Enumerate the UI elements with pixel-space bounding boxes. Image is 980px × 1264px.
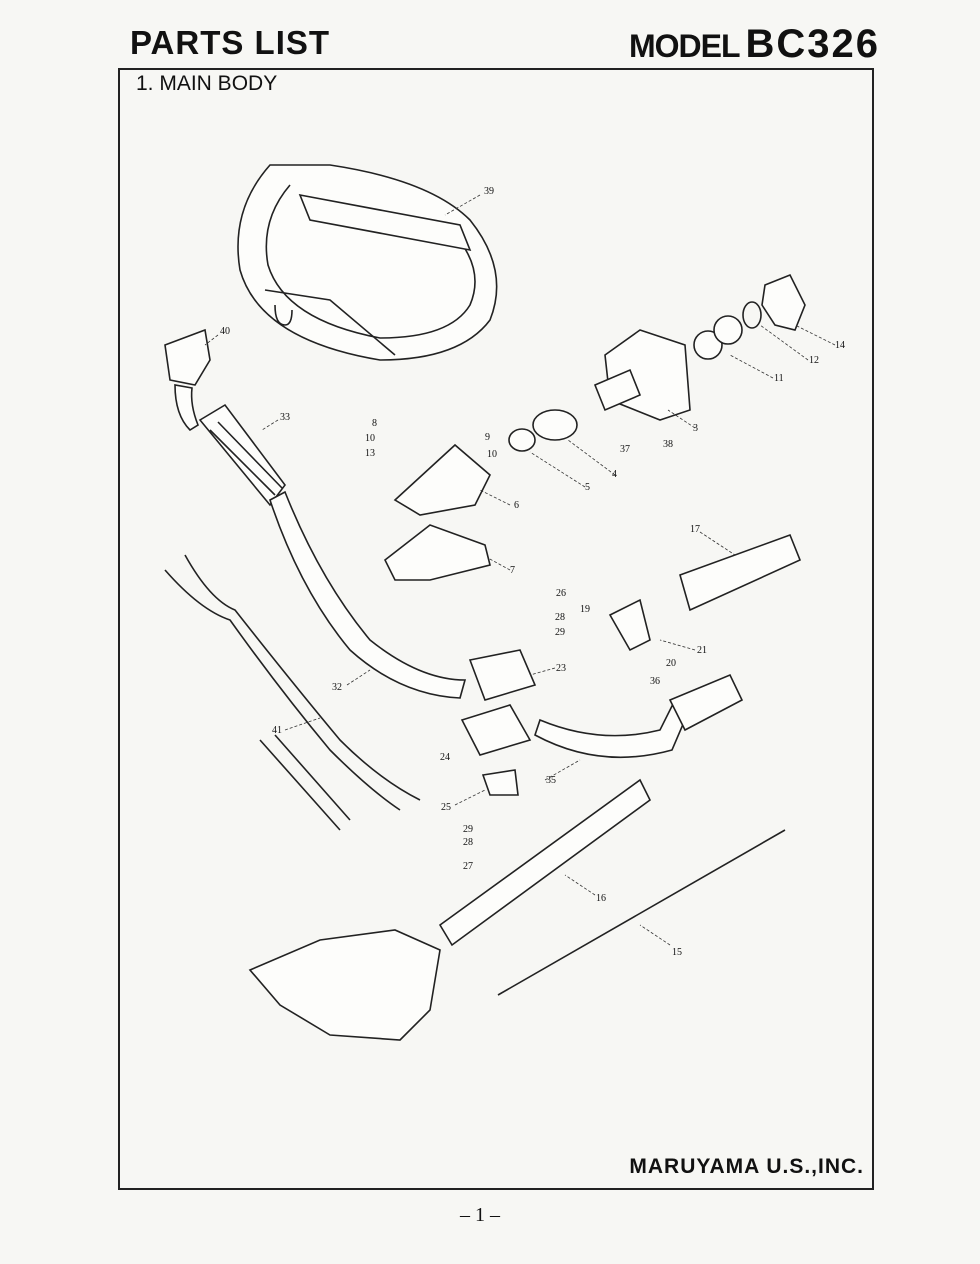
company-name: MARUYAMA U.S.,INC. (629, 1155, 864, 1178)
callout-label: 27 (463, 861, 473, 872)
callout-label: 14 (835, 340, 845, 351)
callout-label: 40 (220, 326, 230, 337)
grip-33 (198, 403, 286, 507)
callout-label: 28 (463, 837, 473, 848)
callout-label: 8 (372, 418, 377, 429)
sleeve-3 (593, 368, 642, 412)
callout-label: 16 (596, 893, 606, 904)
callout-label: 33 (280, 412, 290, 423)
throttle-trigger (164, 328, 211, 432)
callout-label: 28 (555, 612, 565, 623)
model-number: BC326 (745, 22, 880, 66)
clutch-drum-14 (761, 273, 806, 331)
callout-label: 9 (485, 432, 490, 443)
snap-ring-12 (742, 301, 762, 329)
callout-label: 15 (672, 947, 682, 958)
clamp-24 (460, 704, 532, 756)
tube-17 (679, 533, 802, 612)
callout-label: 13 (365, 448, 375, 459)
section-title: 1. MAIN BODY (136, 72, 278, 95)
callout-labels: 39 40 33 8 10 13 9 10 6 7 5 4 37 38 3 11… (220, 186, 845, 958)
callout-label: 4 (612, 469, 617, 480)
callout-label: 37 (620, 444, 630, 455)
callout-label: 5 (585, 482, 590, 493)
clutch-part-5 (508, 428, 536, 452)
callout-label: 35 (546, 775, 556, 786)
callout-label: 23 (556, 663, 566, 674)
clutch-part-4 (532, 409, 578, 441)
callout-label: 38 (663, 439, 673, 450)
drive-shaft-15 (497, 829, 786, 996)
bracket-19 (608, 598, 651, 652)
throttle-cable-41 (164, 554, 421, 831)
callout-label: 7 (510, 565, 515, 576)
callout-label: 36 (650, 676, 660, 687)
grip-36 (668, 673, 744, 732)
callout-label: 24 (440, 752, 450, 763)
callout-label: 29 (463, 824, 473, 835)
callout-label: 10 (365, 433, 375, 444)
callout-label: 41 (272, 725, 282, 736)
callout-label: 10 (487, 449, 497, 460)
handlebar-35 (534, 698, 692, 759)
page-number: – 1 – (460, 1204, 500, 1226)
bearing-11a (693, 330, 723, 360)
callout-label: 11 (774, 373, 784, 384)
callout-label: 12 (809, 355, 819, 366)
clamp-lower-7 (383, 524, 491, 581)
engine-unit (248, 929, 441, 1041)
callout-label: 29 (555, 627, 565, 638)
leader-lines (204, 194, 836, 946)
handle-tube-32 (269, 490, 467, 699)
callout-label: 17 (690, 524, 700, 535)
parts-list-title: PARTS LIST (130, 24, 331, 61)
callout-label: 19 (580, 604, 590, 615)
callout-label: 39 (484, 186, 494, 197)
shaft-tube-16 (438, 778, 652, 947)
clamp-25 (481, 769, 519, 796)
callout-label: 6 (514, 500, 519, 511)
callout-label: 3 (693, 423, 698, 434)
model-label: MODEL (628, 28, 741, 64)
callout-label: 20 (666, 658, 676, 669)
callout-label: 32 (332, 682, 342, 693)
clamp-23 (468, 649, 537, 701)
clamp-upper-6 (393, 443, 491, 516)
callout-label: 25 (441, 802, 451, 813)
callout-label: 21 (697, 645, 707, 656)
bearing-11b (713, 315, 743, 345)
diagram-frame (118, 68, 874, 1190)
callout-label: 26 (556, 588, 566, 599)
shoulder-harness (237, 164, 498, 361)
